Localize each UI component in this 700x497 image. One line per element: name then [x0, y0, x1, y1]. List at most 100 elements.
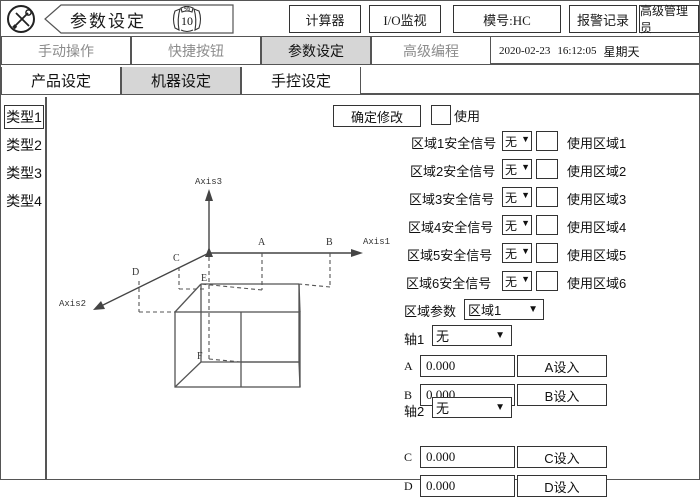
- axis2-label: 轴2: [404, 404, 425, 419]
- zone-1-signal-value: 无: [505, 134, 518, 149]
- chevron-down-icon: ▼: [528, 304, 538, 315]
- point-c-label: C: [173, 253, 180, 264]
- zone-4-label: 区域4安全信号: [408, 220, 494, 235]
- zone-5-label: 区域5安全信号: [407, 248, 493, 263]
- tab-manual-operation[interactable]: 手动操作: [1, 37, 131, 64]
- subtab-product-setting[interactable]: 产品设定: [1, 67, 121, 94]
- use-checkbox[interactable]: [431, 105, 451, 125]
- axis1-select[interactable]: 无 ▼: [432, 325, 512, 346]
- zone-3-use-label: 使用区域3: [567, 192, 627, 207]
- field-a-axis-label: A: [404, 359, 413, 373]
- field-c-input[interactable]: 0.000: [420, 446, 515, 468]
- mold-number-button[interactable]: 模号:HC: [453, 5, 561, 33]
- zone-5-signal-select[interactable]: 无 ▼: [502, 243, 532, 263]
- axis1-label: 轴1: [404, 332, 425, 347]
- field-b-set-button[interactable]: B设入: [517, 384, 607, 406]
- chevron-down-icon: ▼: [521, 274, 530, 284]
- alarm-log-button[interactable]: 报警记录: [569, 5, 637, 33]
- zone-param-select[interactable]: 区域1 ▼: [464, 299, 544, 320]
- point-e-label: E: [201, 273, 208, 284]
- tab-advanced-program[interactable]: 高级编程: [371, 37, 491, 64]
- zone-6-label: 区域6安全信号: [406, 276, 492, 291]
- field-c-set-button[interactable]: C设入: [517, 446, 607, 468]
- page-title: 参数设定: [70, 12, 146, 31]
- zone-1-use-label: 使用区域1: [567, 136, 627, 151]
- zone-1-label: 区域1安全信号: [411, 136, 497, 151]
- chevron-down-icon: ▼: [521, 162, 530, 172]
- zone-6-signal-select[interactable]: 无 ▼: [502, 271, 532, 291]
- subtab-machine-setting[interactable]: 机器设定: [121, 67, 241, 94]
- point-d-label: D: [132, 267, 140, 278]
- zone-2-signal-select[interactable]: 无 ▼: [502, 159, 532, 179]
- chevron-down-icon: ▼: [521, 190, 530, 200]
- confirm-modify-button[interactable]: 确定修改: [333, 105, 421, 127]
- chevron-down-icon: ▼: [521, 218, 530, 228]
- zone-4-use-label: 使用区域4: [567, 220, 627, 235]
- io-monitor-button[interactable]: I/O监视: [369, 5, 441, 33]
- zone-4-signal-value: 无: [505, 218, 518, 233]
- chevron-down-icon: ▼: [495, 330, 505, 341]
- field-d-input[interactable]: 0.000: [420, 475, 515, 497]
- zone-param-value: 区域1: [468, 303, 502, 318]
- chevron-down-icon: ▼: [495, 402, 505, 413]
- zone-5-use-checkbox[interactable]: [536, 243, 558, 263]
- axis2-label: Axis2: [59, 299, 87, 309]
- sub-tab-bar: 产品设定 机器设定 手控设定: [1, 67, 699, 95]
- zone-5-use-label: 使用区域5: [567, 248, 627, 263]
- zone-3-signal-select[interactable]: 无 ▼: [502, 187, 532, 207]
- admin-user-button[interactable]: 高级管理员: [639, 4, 699, 35]
- sidebar-item-type1[interactable]: 类型1: [4, 105, 44, 129]
- zone-2-use-checkbox[interactable]: [536, 159, 558, 179]
- tools-circle-icon[interactable]: [7, 5, 35, 33]
- zone-2-label: 区域2安全信号: [410, 164, 496, 179]
- zone-3-use-checkbox[interactable]: [536, 187, 558, 207]
- point-f-label: F: [197, 351, 203, 362]
- zone-3d-diagram: Axis1 Axis2 Axis3 A B C D E F: [49, 97, 397, 479]
- chevron-down-icon: ▼: [521, 246, 530, 256]
- type-sidebar: 类型1 类型2 类型3 类型4: [1, 97, 47, 479]
- zone-1-signal-select[interactable]: 无 ▼: [502, 131, 532, 151]
- settings-panel: 确定修改 使用 区域1安全信号 无 ▼ 使用区域1 区域2安全信号 无 ▼ 使用…: [333, 97, 699, 497]
- zone-6-use-checkbox[interactable]: [536, 271, 558, 291]
- title-plate: [43, 3, 235, 35]
- sidebar-item-type3[interactable]: 类型3: [6, 165, 42, 181]
- weekday-text: 星期天: [603, 44, 640, 59]
- time-text: 16:12:05: [557, 45, 597, 57]
- axis2-select[interactable]: 无 ▼: [432, 397, 512, 418]
- percent-badge: % 10: [169, 5, 205, 33]
- tab-parameter-setting[interactable]: 参数设定: [261, 37, 371, 64]
- percent-symbol: %: [183, 6, 191, 13]
- tab-quick-buttons[interactable]: 快捷按钮: [131, 37, 261, 64]
- percent-value: 10: [181, 14, 193, 28]
- zone-2-signal-value: 无: [505, 162, 518, 177]
- datetime-display: 2020-02-23 16:12:05 星期天: [499, 41, 699, 61]
- use-checkbox-label: 使用: [454, 109, 481, 124]
- point-a-label: A: [258, 237, 266, 248]
- field-a-input[interactable]: 0.000: [420, 355, 515, 377]
- date-text: 2020-02-23: [499, 45, 551, 57]
- zone-4-signal-select[interactable]: 无 ▼: [502, 215, 532, 235]
- field-a-set-button[interactable]: A设入: [517, 355, 607, 377]
- header-bar: 参数设定 % 10 计算器 I/O监视 模号:HC 报警记录 高级管理员: [1, 1, 699, 37]
- zone-1-use-checkbox[interactable]: [536, 131, 558, 151]
- zone-4-use-checkbox[interactable]: [536, 215, 558, 235]
- axis1-value: 无: [436, 329, 450, 344]
- chevron-down-icon: ▼: [521, 134, 530, 144]
- zone-6-use-label: 使用区域6: [567, 276, 627, 291]
- zone-2-use-label: 使用区域2: [567, 164, 627, 179]
- point-b-label: B: [326, 237, 333, 248]
- sidebar-item-type2[interactable]: 类型2: [6, 137, 42, 153]
- zone-5-signal-value: 无: [505, 246, 518, 261]
- field-d-axis-label: D: [404, 479, 413, 493]
- zone-6-signal-value: 无: [505, 274, 518, 289]
- field-b-axis-label: B: [404, 388, 413, 402]
- calculator-button[interactable]: 计算器: [289, 5, 361, 33]
- main-tab-bar: 手动操作 快捷按钮 参数设定 高级编程 2020-02-23 16:12:05 …: [1, 37, 699, 65]
- subtab-manual-setting[interactable]: 手控设定: [241, 67, 361, 94]
- sidebar-item-type4[interactable]: 类型4: [6, 193, 42, 209]
- zone-param-label: 区域参数: [404, 304, 457, 319]
- axis2-value: 无: [436, 401, 450, 416]
- field-d-set-button[interactable]: D设入: [517, 475, 607, 497]
- field-c-axis-label: C: [404, 450, 413, 464]
